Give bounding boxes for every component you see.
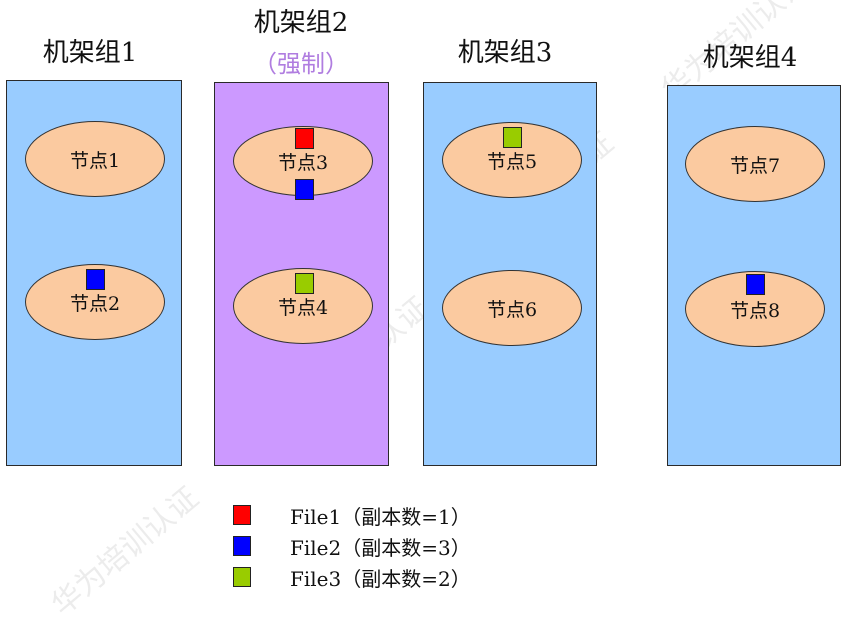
file2-block bbox=[746, 274, 765, 295]
node-label: 节点7 bbox=[729, 154, 781, 177]
node-label: 节点2 bbox=[69, 292, 121, 315]
watermark: 华为培训认证 bbox=[45, 480, 206, 623]
legend-label-file1: File1（副本数=1） bbox=[290, 505, 471, 529]
rack-title-1: 机架组1 bbox=[42, 38, 138, 68]
rack-title-2: 机架组2 bbox=[253, 8, 349, 38]
rack-group-2: 节点3 节点4 bbox=[214, 82, 389, 466]
rack-group-4: 节点7 节点8 bbox=[667, 85, 841, 466]
node-label: 节点1 bbox=[69, 149, 121, 172]
node-7: 节点7 bbox=[685, 126, 825, 202]
node-label: 节点3 bbox=[277, 151, 329, 174]
node-8: 节点8 bbox=[685, 271, 825, 347]
file3-block bbox=[503, 127, 522, 148]
node-label: 节点4 bbox=[277, 296, 329, 319]
rack-subtitle-2: （强制） bbox=[253, 50, 349, 78]
legend-label-file2: File2（副本数=3） bbox=[290, 536, 471, 560]
file3-block bbox=[295, 273, 314, 294]
node-label: 节点8 bbox=[729, 299, 781, 322]
legend-swatch-file2 bbox=[233, 536, 251, 556]
node-1: 节点1 bbox=[25, 121, 165, 197]
node-2: 节点2 bbox=[25, 264, 165, 340]
rack-title-3: 机架组3 bbox=[457, 38, 553, 68]
rack-title-4: 机架组4 bbox=[702, 43, 798, 73]
node-label: 节点6 bbox=[486, 298, 538, 321]
legend-swatch-file3 bbox=[233, 567, 251, 587]
file2-block bbox=[86, 269, 105, 290]
node-6: 节点6 bbox=[442, 270, 582, 346]
node-4: 节点4 bbox=[233, 268, 373, 344]
file2-block bbox=[295, 179, 314, 200]
rack-group-1: 节点1 节点2 bbox=[6, 80, 182, 466]
rack-group-3: 节点5 节点6 bbox=[423, 82, 597, 466]
file1-block bbox=[295, 128, 314, 149]
legend-label-file3: File3（副本数=2） bbox=[290, 567, 471, 591]
node-label: 节点5 bbox=[486, 150, 538, 173]
node-3: 节点3 bbox=[233, 126, 373, 200]
legend-swatch-file1 bbox=[233, 505, 251, 525]
node-5: 节点5 bbox=[442, 122, 582, 198]
